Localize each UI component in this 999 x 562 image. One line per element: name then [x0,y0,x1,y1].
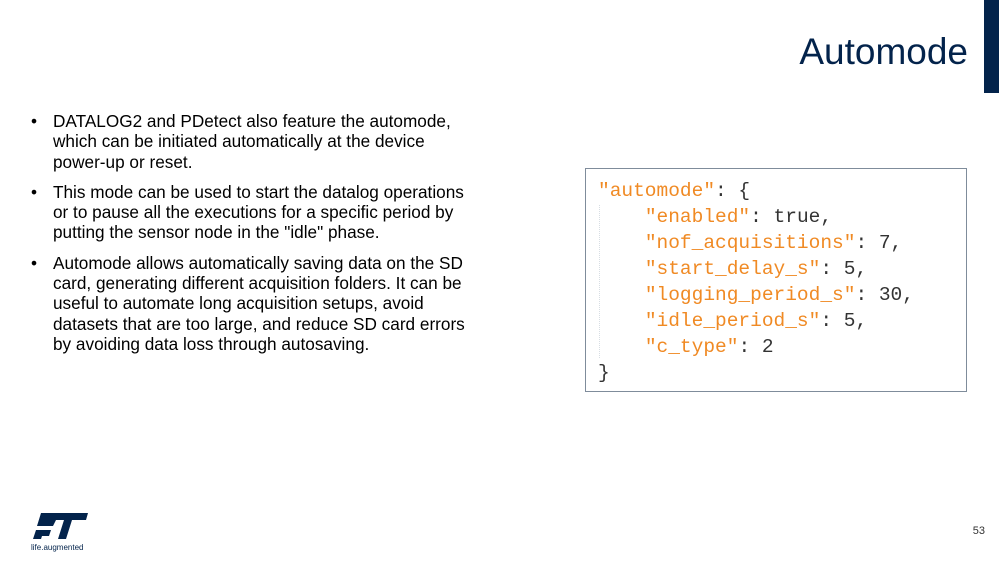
bullet-dot: • [31,181,38,202]
indent-guide [599,205,600,358]
bullet-item: • This mode can be used to start the dat… [31,182,481,243]
code-value: : 5, [820,258,868,280]
code-line: "nof_acquisitions": 7, [598,232,902,254]
code-line: "idle_period_s": 5, [598,310,867,332]
code-value: : 2 [738,336,774,358]
code-value: : 5, [820,310,868,332]
code-key: "idle_period_s" [644,310,821,332]
bullet-list: • DATALOG2 and PDetect also feature the … [31,111,481,364]
bullet-text: This mode can be used to start the datal… [53,181,464,243]
bullet-text: Automode allows automatically saving dat… [53,252,465,354]
code-line: "automode": { [598,180,750,202]
code-value: : 7, [855,232,903,254]
code-key: "logging_period_s" [644,284,856,306]
code-line: "logging_period_s": 30, [598,284,914,306]
bullet-item: • DATALOG2 and PDetect also feature the … [31,111,481,172]
code-key: "start_delay_s" [644,258,821,280]
accent-bar [984,0,999,93]
code-line: "enabled": true, [598,206,832,228]
code-value: : true, [750,206,833,228]
bullet-item: • Automode allows automatically saving d… [31,253,481,354]
code-line: "start_delay_s": 5, [598,258,867,280]
code-value: : { [715,180,751,202]
bullet-text: DATALOG2 and PDetect also feature the au… [53,111,451,172]
code-block: "automode": { "enabled": true, "nof_acqu… [585,168,967,392]
logo-tagline: life.augmented [31,543,84,552]
slide-title: Automode [799,31,968,72]
code-value: } [598,362,610,384]
code-value: : 30, [855,284,914,306]
bullet-dot: • [31,111,38,131]
code-key: "enabled" [644,206,751,228]
code-line: } [598,362,610,384]
bullet-dot: • [31,252,38,273]
code-line: "c_type": 2 [598,336,774,358]
st-logo [33,513,88,539]
code-key: "c_type" [644,336,739,358]
code-key: "nof_acquisitions" [644,232,856,254]
code-key: "automode" [598,180,716,202]
code-text: "automode": { "enabled": true, "nof_acqu… [598,178,914,386]
page-number: 53 [972,525,985,537]
